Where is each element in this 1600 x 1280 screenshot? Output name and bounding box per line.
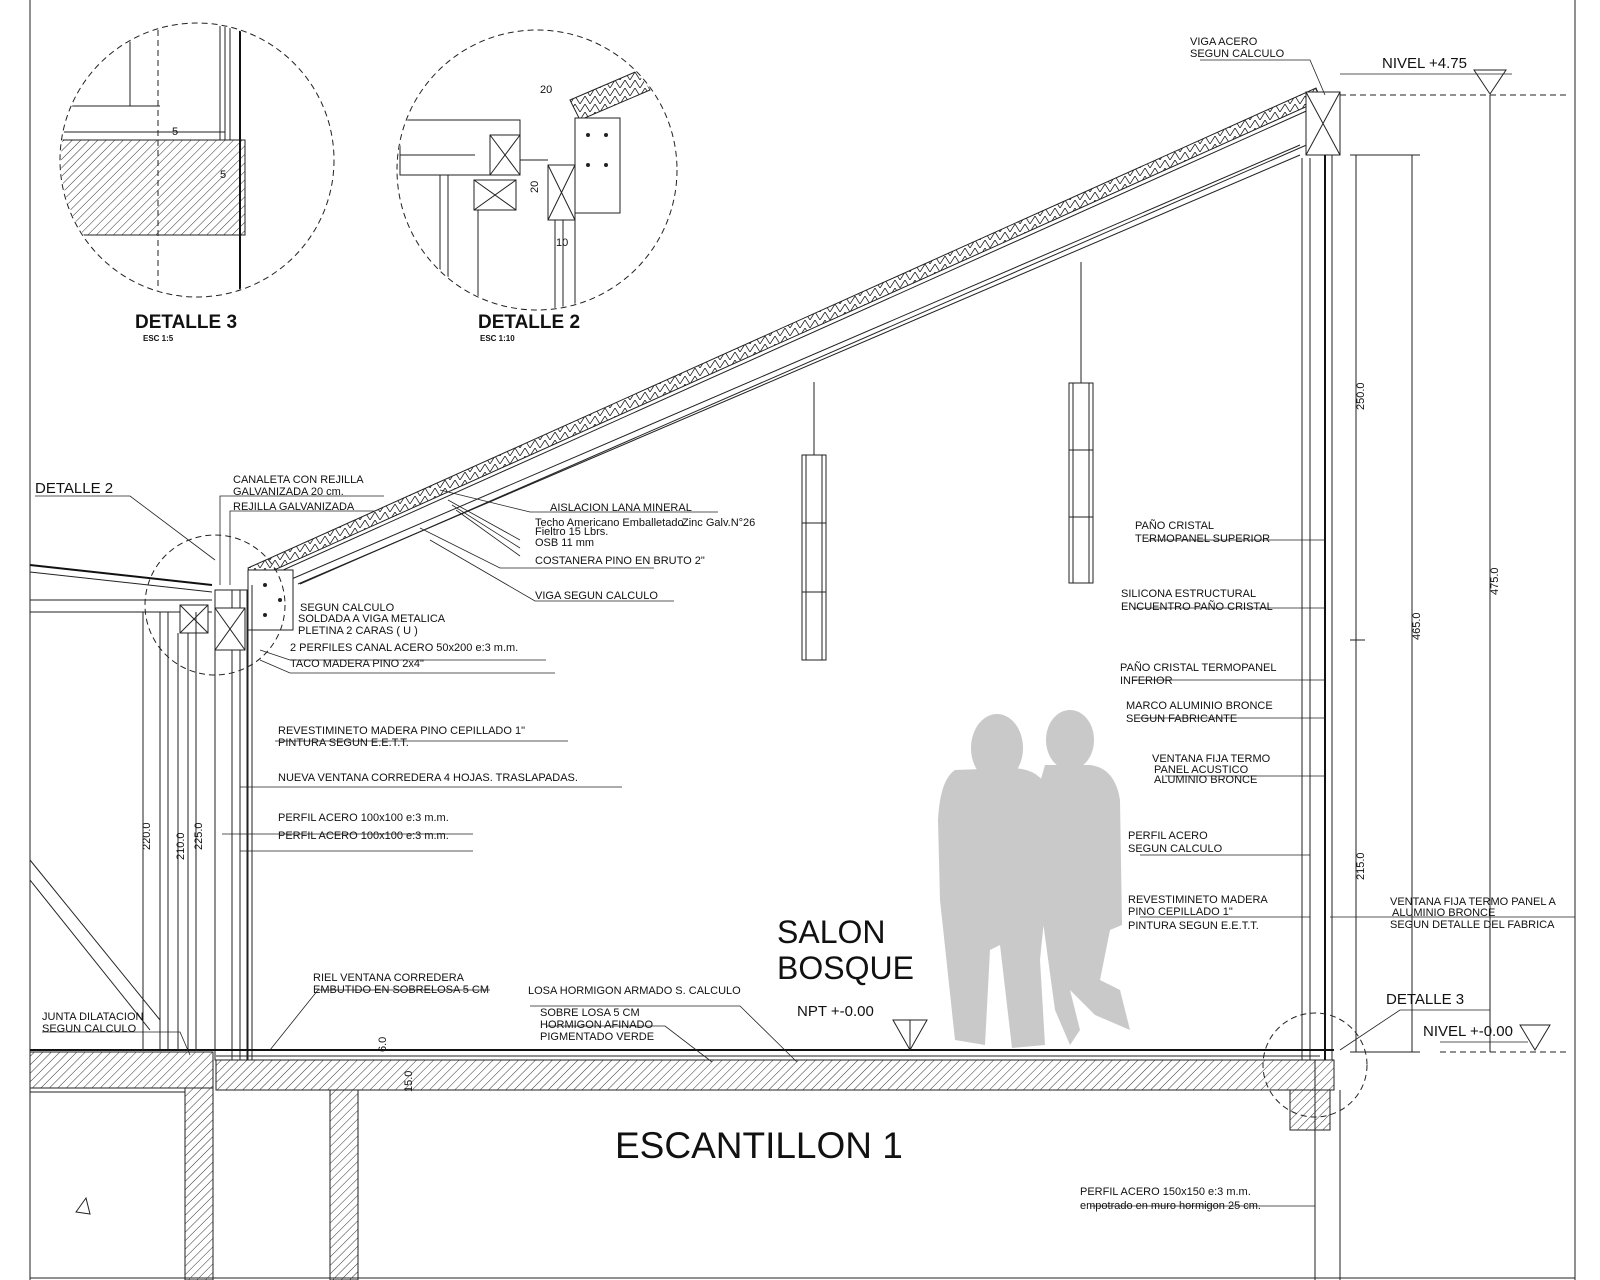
dim-215: 215.0 xyxy=(1355,852,1367,880)
detail-3-dim-a: 5 xyxy=(172,126,178,138)
label-perfil-acero-1: PERFIL ACERO xyxy=(1128,830,1208,842)
label-inferior-1: PAÑO CRISTAL TERMOPANEL xyxy=(1120,661,1276,674)
dim-210: 210.0 xyxy=(175,832,187,860)
dim-250: 250.0 xyxy=(1355,382,1367,410)
room-name-line-1: SALON xyxy=(777,914,885,950)
label-sobre-2: HORMIGON AFINADO xyxy=(540,1019,654,1031)
detail-2-dim-c: 10 xyxy=(556,237,568,249)
label-losa: LOSA HORMIGON ARMADO S. CALCULO xyxy=(528,985,741,997)
callout-detalle-3: DETALLE 3 xyxy=(1386,991,1464,1008)
adjacent-structure xyxy=(29,564,213,1050)
detail-2-dim-a: 20 xyxy=(540,84,552,96)
label-junta-2: SEGUN CALCULO xyxy=(42,1023,137,1035)
label-vfija-1: VENTANA FIJA TERMO xyxy=(1152,753,1271,765)
label-segun-3: PLETINA 2 CARAS ( U ) xyxy=(298,625,418,637)
npt-label: NPT +-0.00 xyxy=(797,1003,874,1020)
floor-slab xyxy=(29,1049,1335,1280)
label-perfil-150-1: PERFIL ACERO 150x150 e:3 m.m. xyxy=(1080,1186,1251,1198)
label-revestimiento-1: REVESTIMINETO MADERA xyxy=(1128,894,1268,906)
label-viga: VIGA SEGUN CALCULO xyxy=(535,590,658,602)
label-perfiles: 2 PERFILES CANAL ACERO 50x200 e:3 m.m. xyxy=(290,642,518,654)
label-fieltro: Fieltro 15 Lbrs. xyxy=(535,526,608,538)
label-ventana-ext-1: VENTANA FIJA TERMO PANEL A xyxy=(1390,896,1557,908)
label-sobre-1: SOBRE LOSA 5 CM xyxy=(540,1007,640,1019)
label-perfil-1: PERFIL ACERO 100x100 e:3 m.m. xyxy=(278,812,449,824)
label-perfil-150-2: empotrado en muro hormigon 25 cm. xyxy=(1080,1200,1261,1212)
level-top-label: NIVEL +4.75 xyxy=(1382,55,1467,72)
label-pano-2: TERMOPANEL SUPERIOR xyxy=(1135,533,1270,545)
right-glass-wall xyxy=(1301,155,1341,1280)
label-perfil-2: PERFIL ACERO 100x100 e:3 m.m. xyxy=(278,830,449,842)
label-revest-2: PINTURA SEGUN E.E.T.T. xyxy=(278,737,409,749)
label-viga-acero-2: SEGUN CALCULO xyxy=(1190,48,1285,60)
label-marco-2: SEGUN FABRICANTE xyxy=(1126,713,1237,725)
label-vfija-3: ALUMINIO BRONCE xyxy=(1154,774,1257,786)
label-riel-2: EMBUTIDO EN SOBRELOSA 5 CM xyxy=(313,984,489,996)
detail-3-dim-b: 5 xyxy=(220,169,226,181)
label-pano-1: PAÑO CRISTAL xyxy=(1135,519,1214,532)
label-canaleta-1: CANALETA CON REJILLA xyxy=(233,474,364,486)
label-aislacion: AISLACION LANA MINERAL xyxy=(550,502,692,514)
label-revestimiento-3: PINTURA SEGUN E.E.T.T. xyxy=(1128,920,1259,932)
label-ventana-ext-2: ALUMINIO BRONCE xyxy=(1392,907,1495,919)
dimension-lines xyxy=(142,95,1491,1053)
label-revest-1: REVESTIMINETO MADERA PINO CEPILLADO 1" xyxy=(278,725,525,737)
dim-465: 465.0 xyxy=(1411,612,1423,640)
label-perfil-acero-2: SEGUN CALCULO xyxy=(1128,843,1223,855)
dim-220: 220.0 xyxy=(141,822,153,850)
label-canaleta-2: GALVANIZADA 20 cm. xyxy=(233,486,344,498)
drawing-title: ESCANTILLON 1 xyxy=(615,1125,903,1166)
label-marco-1: MARCO ALUMINIO BRONCE xyxy=(1126,700,1273,712)
label-ventana-ext-3: SEGUN DETALLE DEL FABRICA xyxy=(1390,919,1555,931)
label-vfija-2: PANEL ACUSTICO xyxy=(1154,764,1249,776)
label-riel-1: RIEL VENTANA CORREDERA xyxy=(313,972,465,984)
label-inferior-2: INFERIOR xyxy=(1120,675,1173,687)
callout-detalle-2: DETALLE 2 xyxy=(35,480,113,497)
label-osb: OSB 11 mm xyxy=(535,537,594,549)
pendant-lamp-2 xyxy=(1068,262,1094,584)
dim-475: 475.0 xyxy=(1489,567,1501,595)
label-segun-1: SEGUN CALCULO xyxy=(300,602,395,614)
label-silicona-1: SILICONA ESTRUCTURAL xyxy=(1121,588,1256,600)
detail-2-circle: 20 20 10 xyxy=(396,29,678,311)
label-silicona-2: ENCUENTRO PAÑO CRISTAL xyxy=(1121,600,1273,613)
label-costanera: COSTANERA PINO EN BRUTO 2" xyxy=(535,555,705,567)
dim-6: 6.0 xyxy=(377,1037,389,1052)
detail-3-callout-circle xyxy=(1262,1012,1368,1118)
label-revestimiento-2: PINO CEPILLADO 1" xyxy=(1128,906,1233,918)
room-name-line-2: BOSQUE xyxy=(777,950,914,986)
detail-3-circle: 5 5 xyxy=(59,22,335,298)
label-junta-1: JUNTA DILATACION xyxy=(42,1011,144,1023)
label-zinc: Zinc Galv.N°26 xyxy=(682,517,755,529)
level-marker-top xyxy=(1340,69,1570,96)
dim-15: 15.0 xyxy=(403,1071,415,1092)
level-marker-bottom xyxy=(1440,1024,1570,1053)
level-bottom-label: NIVEL +-0.00 xyxy=(1423,1023,1513,1040)
npt-marker xyxy=(892,1019,928,1052)
label-ventana: NUEVA VENTANA CORREDERA 4 HOJAS. TRASLAP… xyxy=(278,772,578,784)
dim-225: 225.0 xyxy=(193,822,205,850)
label-taco: TACO MADERA PINO 2x4" xyxy=(290,658,424,670)
leader-lines-right xyxy=(1090,59,1575,1207)
label-techo: Techo Americano Emballetado xyxy=(535,517,684,529)
people-silhouette xyxy=(938,710,1130,1048)
leader-lines-left xyxy=(35,489,798,1063)
detail-2-callout-circle xyxy=(144,534,286,676)
detail-2-scale: ESC 1:10 xyxy=(480,334,515,343)
ridge-steel-beam xyxy=(1305,91,1341,156)
detail-3-title: DETALLE 3 xyxy=(135,312,237,333)
left-wall xyxy=(214,569,294,1061)
label-rejilla: REJILLA GALVANIZADA xyxy=(233,501,355,513)
detail-2-dim-b: 20 xyxy=(529,181,541,193)
label-sobre-3: PIGMENTADO VERDE xyxy=(540,1031,654,1043)
pendant-lamp-1 xyxy=(801,382,827,661)
label-viga-acero-1: VIGA ACERO xyxy=(1190,36,1258,48)
label-segun-2: SOLDADA A VIGA METALICA xyxy=(298,613,446,625)
detail-3-scale: ESC 1:5 xyxy=(143,334,174,343)
detail-2-title: DETALLE 2 xyxy=(478,312,580,333)
